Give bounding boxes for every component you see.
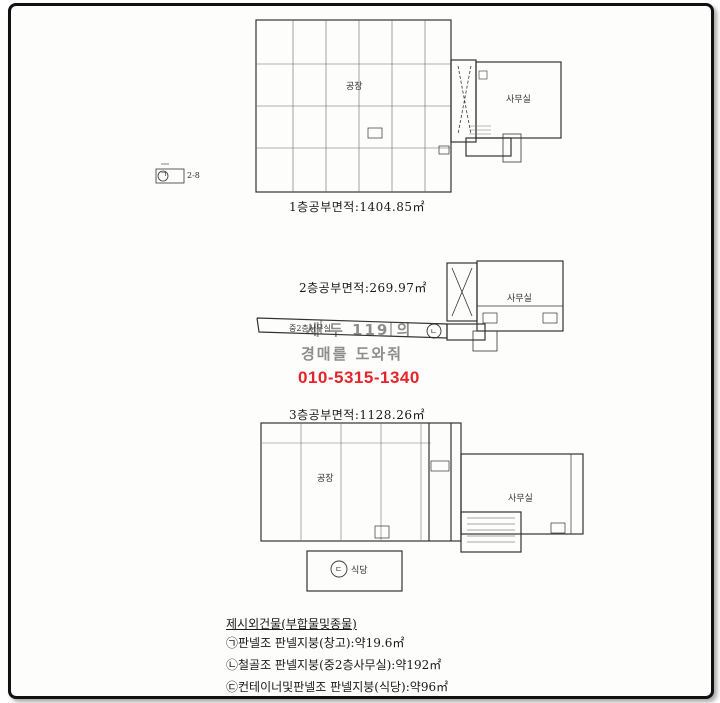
legend-item-3: ㉢컨테이너및판넬조 판넬지붕(식당):약96㎡ <box>226 680 449 694</box>
mark-a-icon: ㄱ <box>160 170 168 179</box>
floor3-factory-label: 공장 <box>317 474 334 484</box>
floor1-office-label: 사무실 <box>506 95 531 105</box>
legend-item-1: ㉠판넬조 판넬지붕(창고):약19.6㎡ <box>226 636 405 650</box>
mark-c-icon: ㄷ <box>335 565 343 574</box>
legend-title: 제시외건물(부합물및종물) <box>226 617 357 631</box>
watermark-phone: 010-5315-1340 <box>298 368 420 387</box>
floor3-cafeteria-label: 식당 <box>351 566 368 576</box>
document-frame: 공장 사무실 2-8 1층공부면적:1404.85㎡ 2층공부면적:269.97… <box>8 3 714 699</box>
mark-b-icon: ㄴ <box>430 327 438 336</box>
floor2-area-caption: 2층공부면적:269.97㎡ <box>299 281 427 295</box>
floor2-plan <box>256 260 564 352</box>
floor1-plan <box>155 19 562 193</box>
legend-item-2: ㉡철골조 판넬지붕(중2층사무실):약192㎡ <box>226 658 442 672</box>
watermark-line2: 경매를 도와줘 <box>301 345 404 363</box>
floor1-tag: 2-8 <box>187 171 200 180</box>
floor1-factory-label: 공장 <box>346 82 363 92</box>
floor3-plan <box>260 422 584 592</box>
floor2-office-label: 사무실 <box>507 294 532 304</box>
floor3-area-caption: 3층공부면적:1128.26㎡ <box>289 408 426 422</box>
floor3-office-label: 사무실 <box>508 494 533 504</box>
floor1-area-caption: 1층공부면적:1404.85㎡ <box>289 200 426 214</box>
watermark-line1: 세 두 119 의 <box>306 321 413 339</box>
floor2-mezzanine-label: 중2층사무실 <box>289 324 331 333</box>
floor-plan-drawing <box>155 19 584 592</box>
